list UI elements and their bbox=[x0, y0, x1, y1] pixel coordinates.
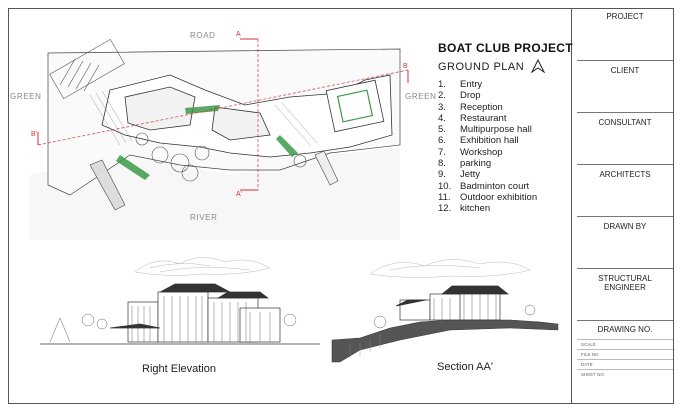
site-plan bbox=[30, 38, 409, 240]
tb-field-date: DATE bbox=[577, 359, 673, 369]
legend-item: 11.Outdoor exhibition bbox=[438, 191, 538, 203]
tb-architects: ARCHITECTS bbox=[577, 165, 673, 217]
legend-item: 10.Badminton court bbox=[438, 180, 530, 192]
label-green-left: GREEN bbox=[10, 92, 42, 101]
drawing-sheet bbox=[8, 8, 674, 404]
north-arrow-icon bbox=[530, 59, 545, 73]
section-mark-b: B bbox=[403, 63, 408, 70]
building-footprint bbox=[101, 74, 393, 158]
legend-item: 5.Multipurpose hall bbox=[438, 124, 532, 136]
tb-project: PROJECT bbox=[577, 9, 673, 61]
section-lines bbox=[37, 39, 409, 190]
label-road: ROAD bbox=[190, 31, 216, 40]
tb-drawing-no: DRAWING NO. bbox=[597, 325, 653, 334]
tb-consultant: CONSULTANT bbox=[577, 113, 673, 165]
landscape-green bbox=[116, 105, 298, 180]
tb-field-sheet-no: SHEET NO bbox=[577, 369, 673, 379]
river-area bbox=[30, 147, 400, 240]
section-mark-a: A bbox=[236, 31, 241, 38]
tb-field-scale: SCALE bbox=[577, 339, 673, 349]
parking-area bbox=[49, 38, 125, 100]
section-mark-b-prime: B' bbox=[31, 131, 38, 138]
label-green-right: GREEN bbox=[405, 92, 437, 101]
section-ground bbox=[331, 319, 559, 363]
jetty bbox=[89, 159, 126, 211]
section-mark-a-prime: A' bbox=[236, 191, 243, 198]
tb-client: CLIENT bbox=[577, 61, 673, 113]
legend-list: 1.Entry 2.Drop 3.Reception 4.Restaurant … bbox=[438, 79, 537, 215]
legend-item: 8.parking bbox=[438, 158, 492, 170]
trees bbox=[135, 132, 307, 182]
caption-right-elevation: Right Elevation bbox=[142, 363, 216, 375]
legend-item: 9.Jetty bbox=[438, 169, 481, 181]
legend-item: 12.kitchen bbox=[438, 203, 491, 215]
caption-section-aa: Section AA' bbox=[437, 361, 493, 373]
legend-item: 2.Drop bbox=[438, 90, 481, 102]
legend-item: 7.Workshop bbox=[438, 146, 503, 158]
right-elevation-drawing bbox=[40, 257, 320, 345]
legend-item: 6.Exhibition hall bbox=[438, 135, 519, 147]
section-aa-drawing bbox=[331, 259, 559, 363]
legend-item: 4.Restaurant bbox=[438, 112, 507, 124]
tb-drawn-by: DRAWN BY bbox=[577, 217, 673, 269]
title-block: PROJECT CLIENT CONSULTANT ARCHITECTS DRA… bbox=[577, 9, 673, 403]
legend-item: 3.Reception bbox=[438, 101, 503, 113]
plan-title: GROUND PLAN bbox=[438, 59, 545, 73]
tb-structural-engineer: STRUCTURAL ENGINEER bbox=[577, 269, 673, 321]
plan-title-text: GROUND PLAN bbox=[438, 61, 525, 73]
drawing-area bbox=[9, 9, 572, 403]
legend-item: 1.Entry bbox=[438, 79, 483, 90]
project-title: BOAT CLUB PROJECT bbox=[438, 41, 573, 55]
tb-field-file-no: FILE NO bbox=[577, 349, 673, 359]
label-river: RIVER bbox=[190, 213, 218, 222]
